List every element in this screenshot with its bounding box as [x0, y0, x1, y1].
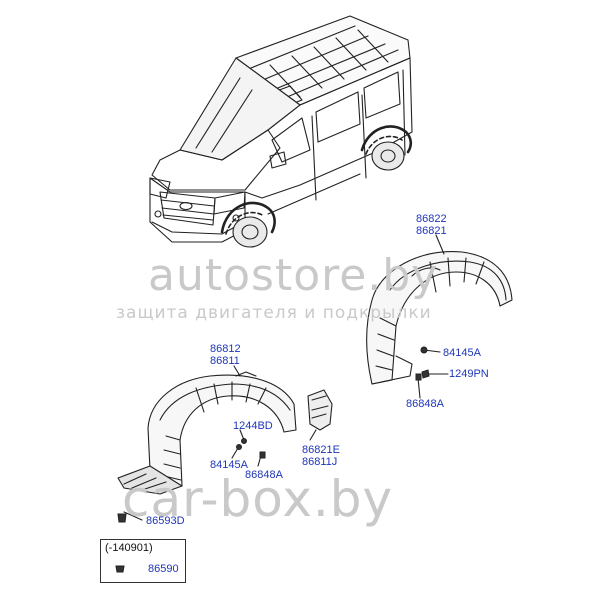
label-front-fastener: 86593D — [146, 515, 185, 527]
front-fastener-86593d — [117, 513, 127, 523]
rear-clip-84145a — [420, 346, 428, 354]
watermark-bottom: car-box.by — [122, 470, 394, 528]
leader-front-fastener — [123, 511, 143, 521]
leader-rear-guard — [435, 234, 445, 255]
label-mud-flap-a: 86821E — [302, 444, 340, 456]
watermark-top: autostore.by — [148, 250, 439, 301]
rear-bolt-1249pn — [421, 369, 430, 379]
front-clip-84145a — [236, 444, 242, 450]
label-front-guard-a: 86812 — [210, 343, 241, 355]
front-wheel-guard — [117, 371, 297, 495]
rear-wheel-guard — [366, 250, 513, 385]
front-bolt-1244bd — [241, 438, 247, 444]
label-front-screw: 86848A — [245, 469, 283, 481]
label-rear-bolt: 1249PN — [449, 368, 489, 380]
leader-rear-screw — [417, 377, 421, 399]
mud-flap — [307, 389, 333, 431]
van-illustration — [149, 15, 413, 248]
rear-screw-86848a — [415, 373, 422, 381]
front-screw-86848a — [259, 451, 266, 459]
leader-front-clip — [231, 447, 239, 459]
leader-mud-flap — [309, 429, 317, 441]
label-rear-clip: 84145A — [443, 347, 481, 359]
note-range: (-140901) — [105, 542, 153, 554]
leader-front-guard — [233, 365, 241, 377]
label-front-clip: 84145A — [210, 459, 248, 471]
label-note-part: 86590 — [148, 563, 179, 575]
note-part-86590 — [115, 565, 125, 573]
label-rear-guard-b: 86821 — [416, 225, 447, 237]
note-box — [100, 539, 186, 583]
label-rear-guard-a: 86822 — [416, 213, 447, 225]
label-front-guard-b: 86811 — [210, 355, 240, 367]
label-rear-screw: 86848A — [406, 398, 444, 410]
label-mud-flap-b: 86811J — [302, 456, 338, 468]
label-front-bolt: 1244BD — [233, 420, 273, 432]
watermark-subtitle: защита двигателя и подкрылки — [116, 303, 432, 323]
